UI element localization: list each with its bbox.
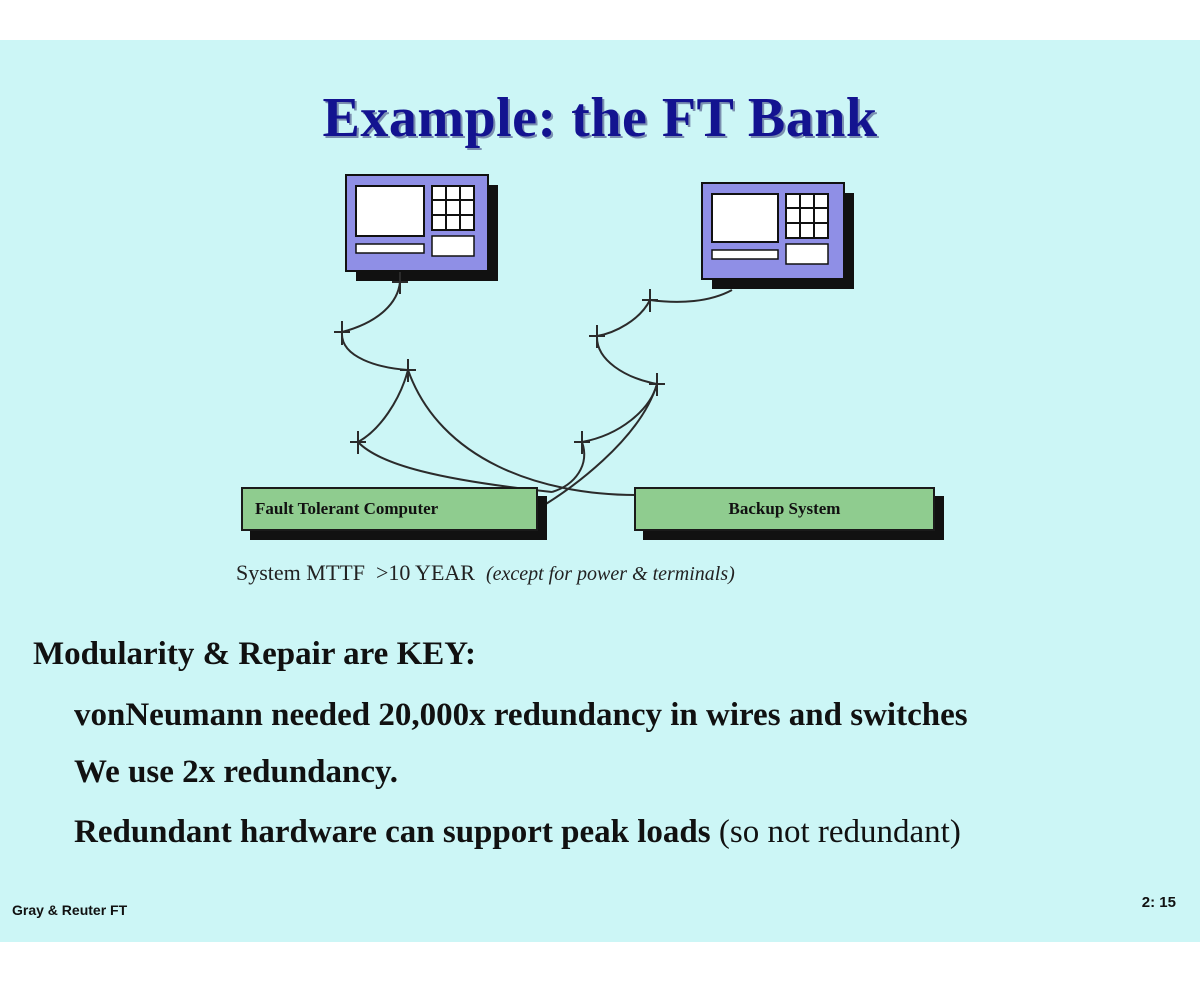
bullet-item-note: (so not redundant) <box>710 814 961 850</box>
backup-system-node: Backup System <box>634 487 935 531</box>
slide: Example: the FT Bank <box>0 40 1200 942</box>
diagram-caption: System MTTF >10 YEAR (except for power &… <box>236 560 735 586</box>
slide-title: Example: the FT Bank <box>322 87 878 149</box>
fault-tolerant-computer-node: Fault Tolerant Computer <box>241 487 538 531</box>
bullet-item: vonNeumann needed 20,000x redundancy in … <box>74 697 968 733</box>
bullet-item: Redundant hardware can support peak load… <box>74 814 961 851</box>
bullet-item-bold: Redundant hardware can support peak load… <box>74 814 711 850</box>
footer-author: Gray & Reuter FT <box>12 902 128 918</box>
network-switch-icon <box>334 272 665 454</box>
terminal-icon <box>701 182 854 289</box>
network-diagram <box>334 174 854 511</box>
caption-main: System MTTF >10 YEAR <box>236 560 475 585</box>
caption-note: (except for power & terminals) <box>485 563 735 585</box>
slide-number: 2: 15 <box>1141 894 1176 911</box>
terminal-icon <box>345 174 498 281</box>
network-links <box>340 281 733 511</box>
bullet-item: We use 2x redundancy. <box>74 754 398 790</box>
bullet-heading: Modularity & Repair are KEY: <box>33 636 477 672</box>
